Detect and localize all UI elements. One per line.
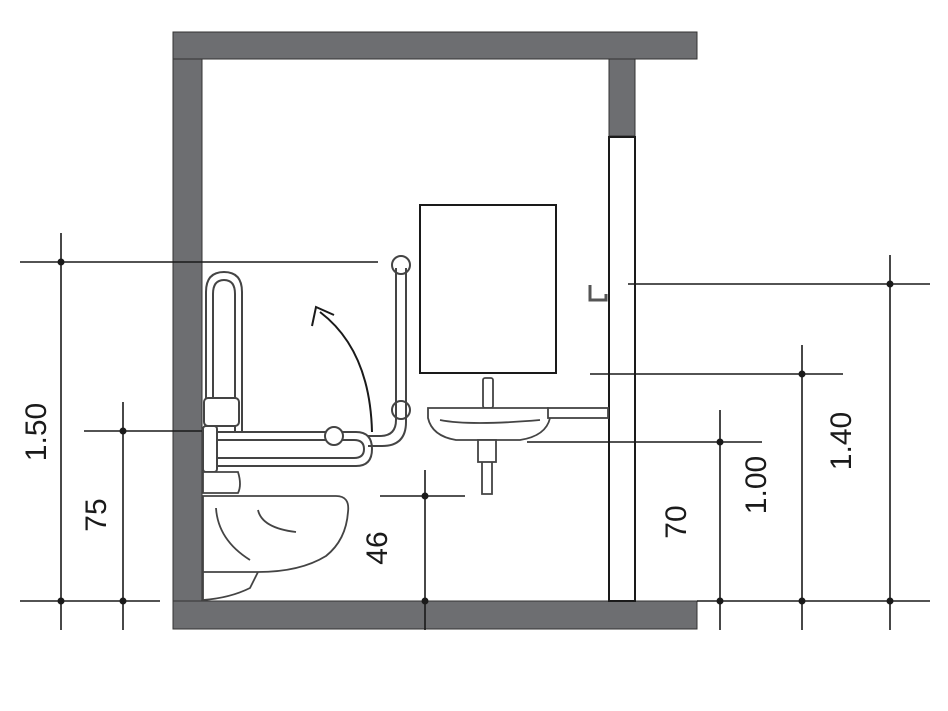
hook-icon <box>588 285 608 302</box>
right-wall-upper <box>608 58 636 137</box>
dimension-label-70: 70 <box>660 505 693 538</box>
toilet-icon <box>202 471 350 601</box>
grab-bar-icon <box>203 270 243 432</box>
dimension-label-100: 1.00 <box>740 456 773 514</box>
top-wall <box>172 31 698 60</box>
mirror-icon <box>419 204 557 374</box>
dimension-label-150: 1.50 <box>20 403 53 461</box>
sink-icon <box>427 377 609 495</box>
dimension-nodes <box>57 258 894 605</box>
dimension-label-46: 46 <box>361 531 394 564</box>
rotation-arrow-icon <box>311 305 373 433</box>
fold-down-grab-bar-icon <box>202 425 374 473</box>
floor-slab <box>172 600 698 630</box>
walls <box>172 31 698 630</box>
right-wall-lower <box>608 136 636 602</box>
dimension-label-75: 75 <box>80 498 113 531</box>
l-shaped-grab-bar-icon <box>368 255 411 447</box>
left-wall <box>172 31 203 630</box>
dimension-lines <box>20 233 930 630</box>
dimension-label-140: 1.40 <box>825 412 858 470</box>
